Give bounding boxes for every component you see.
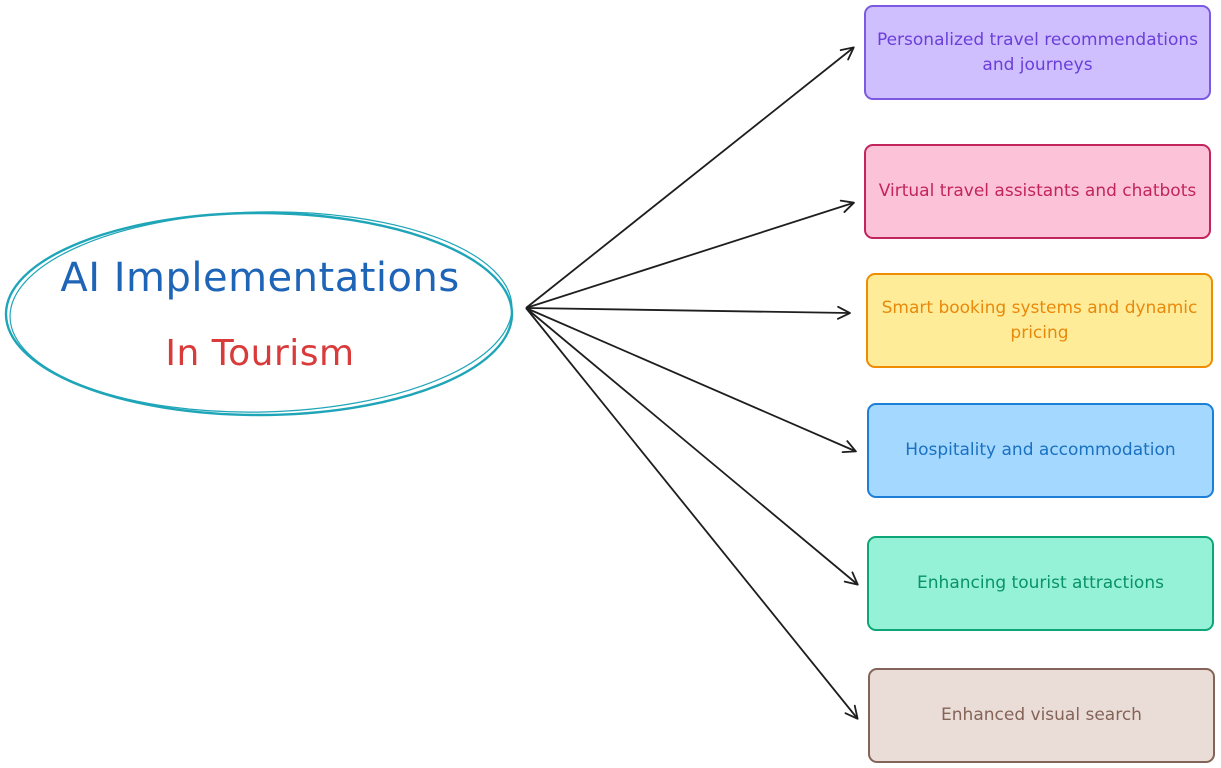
arrow-to-node-1 (525, 46, 855, 309)
node-label: Enhancing tourist attractions (917, 573, 1164, 594)
node-label: Smart booking systems and dynamic pricin… (881, 297, 1198, 343)
center-subtitle: In Tourism (165, 333, 355, 374)
node-hospitality: Hospitality and accommodation (867, 403, 1214, 498)
node-virtual-assistants: Virtual travel assistants and chatbots (864, 144, 1211, 239)
node-label: Enhanced visual search (941, 705, 1142, 726)
arrow-to-node-4 (525, 307, 857, 454)
arrow-to-node-3 (525, 305, 851, 320)
node-visual-search: Enhanced visual search (868, 668, 1215, 763)
node-label: Hospitality and accommodation (905, 440, 1176, 461)
arrow-to-node-2 (525, 199, 855, 309)
node-smart-booking: Smart booking systems and dynamic pricin… (866, 273, 1213, 368)
node-label: Personalized travel recommendations and … (876, 29, 1199, 75)
node-tourist-attractions: Enhancing tourist attractions (867, 536, 1214, 631)
center-ellipse (4, 211, 514, 417)
center-title: AI Implementations (60, 255, 460, 301)
arrow-to-node-5 (525, 307, 859, 586)
node-personalized-recommendations: Personalized travel recommendations and … (864, 5, 1211, 100)
node-label: Virtual travel assistants and chatbots (878, 181, 1197, 202)
arrow-to-node-6 (525, 307, 859, 720)
